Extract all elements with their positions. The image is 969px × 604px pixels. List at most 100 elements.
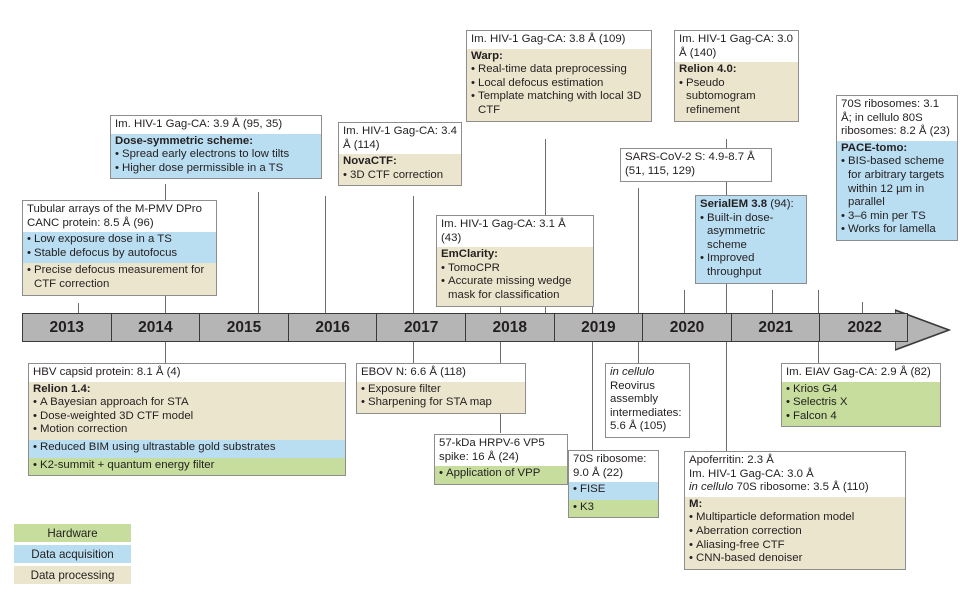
card-header: Im. HIV-1 Gag-CA: 3.9 Å (95, 35) — [111, 116, 321, 134]
list-item: K3 — [573, 501, 654, 515]
list-item: Built-in dose-asymmetric scheme — [700, 212, 802, 253]
list-item: Stable defocus by autofocus — [27, 247, 212, 261]
card-header-line1: Apoferritin: 2.3 Å — [689, 454, 774, 466]
timeline-year-label: 2018 — [492, 318, 528, 336]
card-green-section: K2-summit + quantum energy filter — [29, 457, 345, 476]
timeline-year-label: 2020 — [669, 318, 705, 336]
timeline-year-2013[interactable]: 2013 — [23, 314, 112, 341]
connector-line — [638, 341, 639, 363]
list-item: Exposure filter — [361, 383, 521, 397]
list-item: Aberration correction — [689, 525, 901, 539]
card-header: 57-kDa HRPV-6 VP5 spike: 16 Å (24) — [435, 435, 567, 467]
connector-line — [726, 341, 727, 451]
card-m-software[interactable]: Apoferritin: 2.3 Å Im. HIV-1 Gag-CA: 3.0… — [684, 451, 906, 570]
timeline-year-2019[interactable]: 2019 — [555, 314, 644, 341]
card-header: Im. EIAV Gag-CA: 2.9 Å (82) — [782, 364, 940, 382]
connector-line — [772, 290, 773, 315]
list-item: Works for lamella — [841, 223, 953, 237]
card-header: 70S ribosomes: 3.1 Å; in cellulo 80S rib… — [837, 96, 957, 141]
timeline-year-label: 2019 — [581, 318, 616, 336]
card-header: Im. HIV-1 Gag-CA: 3.8 Å (109) — [467, 31, 651, 49]
list-item: Higher dose permissible in a TS — [115, 162, 317, 176]
list-item: Low exposure dose in a TS — [27, 233, 212, 247]
list-item: Pseudo subtomogram refinement — [679, 77, 794, 118]
card-header-text: 70S ribosome: 3.5 Å (110) — [733, 481, 869, 494]
connector-line — [413, 341, 414, 363]
card-relion-4-0[interactable]: Im. HIV-1 Gag-CA: 3.0 Å (140) Relion 4.0… — [674, 30, 799, 122]
timeline-year-label: 2015 — [226, 318, 262, 336]
card-title: Relion 4.0: — [679, 63, 737, 76]
card-pace-tomo[interactable]: 70S ribosomes: 3.1 Å; in cellulo 80S rib… — [836, 95, 958, 241]
card-title: PACE-tomo: — [841, 141, 908, 154]
card-beige-section: Exposure filter Sharpening for STA map — [357, 381, 525, 413]
list-item: BIS-based scheme for arbitrary targets w… — [841, 155, 953, 209]
card-title: EmClarity: — [441, 248, 498, 261]
card-green-section: K3 — [569, 499, 658, 518]
card-70s-ribosome[interactable]: 70S ribosome: 9.0 Å (22) FISE K3 — [568, 450, 659, 519]
card-green-section: Krios G4 Selectris X Falcon 4 — [782, 381, 940, 427]
card-beige-section: Precise defocus measurement for CTF corr… — [23, 263, 216, 295]
card-header-text: 70S ribosomes: 3.1 Å; in cellulo 80S rib… — [841, 98, 950, 138]
card-beige-section: Relion 1.4: A Bayesian approach for STA … — [29, 381, 345, 440]
list-item: Krios G4 — [786, 383, 936, 397]
card-header: Apoferritin: 2.3 Å Im. HIV-1 Gag-CA: 3.0… — [685, 452, 905, 497]
connector-line — [165, 341, 166, 363]
card-warp[interactable]: Im. HIV-1 Gag-CA: 3.8 Å (109) Warp: Real… — [466, 30, 652, 122]
legend-item-hardware: Hardware — [14, 524, 131, 542]
card-blue-section: Reduced BIM using ultrastable gold subst… — [29, 439, 345, 458]
timeline-year-label: 2013 — [49, 318, 85, 336]
list-item: Real-time data preprocessing — [471, 63, 647, 77]
card-beige-section: Relion 4.0: Pseudo subtomogram refinemen… — [675, 62, 798, 121]
timeline-year-2015[interactable]: 2015 — [200, 314, 289, 341]
card-title: SerialEM 3.8 — [700, 198, 768, 210]
card-relion-1-4[interactable]: HBV capsid protein: 8.1 Å (4) Relion 1.4… — [28, 363, 346, 477]
card-beige-section: EmClarity: TomoCPR Accurate missing wedg… — [437, 247, 593, 306]
legend-item-data-processing: Data processing — [14, 566, 131, 584]
card-header: Im. HIV-1 Gag-CA: 3.0 Å (140) — [675, 31, 798, 63]
connector-line — [684, 290, 685, 315]
timeline-year-2018[interactable]: 2018 — [466, 314, 555, 341]
card-dose-symmetric-scheme[interactable]: Im. HIV-1 Gag-CA: 3.9 Å (95, 35) Dose-sy… — [110, 115, 322, 180]
timeline-year-2021[interactable]: 2021 — [732, 314, 821, 341]
timeline-year-label: 2016 — [315, 318, 350, 336]
card-header: EBOV N: 6.6 Å (118) — [357, 364, 525, 382]
connector-line — [258, 192, 259, 315]
card-eiav-gag-ca[interactable]: Im. EIAV Gag-CA: 2.9 Å (82) Krios G4 Sel… — [781, 363, 941, 428]
card-title: Relion 1.4: — [33, 382, 91, 395]
card-header-italic: in cellulo — [610, 366, 655, 378]
timeline-axis: 2013 2014 2015 2016 2017 2018 2019 2020 2021 2022 — [22, 313, 908, 342]
list-item: Aliasing-free CTF — [689, 539, 901, 553]
card-header: Im. HIV-1 Gag-CA: 3.4 Å (114) — [339, 123, 461, 155]
card-ebov-n[interactable]: EBOV N: 6.6 Å (118) Exposure filter Shar… — [356, 363, 526, 414]
card-novactf[interactable]: Im. HIV-1 Gag-CA: 3.4 Å (114) NovaCTF: 3… — [338, 122, 462, 187]
card-title: NovaCTF: — [343, 155, 397, 168]
timeline-year-label: 2014 — [138, 318, 173, 336]
card-header: Tubular arrays of the M-PMV DPro CANC pr… — [23, 201, 216, 233]
legend-item-data-acquisition: Data acquisition — [14, 545, 131, 563]
list-item: CNN-based denoiser — [689, 552, 901, 566]
card-header-text: Reovirus assembly intermediates: 5.6 Å (… — [610, 379, 682, 433]
list-item: Reduced BIM using ultrastable gold subst… — [33, 441, 341, 455]
timeline-year-2020[interactable]: 2020 — [643, 314, 732, 341]
list-item: Falcon 4 — [786, 410, 936, 424]
list-item: Sharpening for STA map — [361, 396, 521, 410]
list-item: 3–6 min per TS — [841, 210, 953, 224]
card-serialem-3-8[interactable]: SerialEM 3.8 (94): Built-in dose-asymmet… — [695, 195, 807, 284]
card-tubular-arrays[interactable]: Tubular arrays of the M-PMV DPro CANC pr… — [22, 200, 217, 296]
card-header: in cellulo Reovirus assembly intermediat… — [606, 364, 689, 437]
timeline-year-2017[interactable]: 2017 — [377, 314, 466, 341]
connector-line — [78, 303, 79, 315]
timeline-year-2016[interactable]: 2016 — [289, 314, 378, 341]
card-header-line2: Im. HIV-1 Gag-CA: 3.0 Å — [689, 467, 814, 480]
timeline-year-2014[interactable]: 2014 — [112, 314, 201, 341]
card-sars-cov-2[interactable]: SARS-CoV-2 S: 4.9-8.7 Å (51, 115, 129) — [620, 148, 772, 183]
card-beige-section: NovaCTF: 3D CTF correction — [339, 154, 461, 186]
list-item: Motion correction — [33, 423, 341, 437]
card-hrpv6-vp5[interactable]: 57-kDa HRPV-6 VP5 spike: 16 Å (24) Appli… — [434, 434, 568, 485]
list-item: FISE — [573, 483, 654, 497]
card-emclarity[interactable]: Im. HIV-1 Gag-CA: 3.1 Å (43) EmClarity: … — [436, 215, 594, 307]
card-reovirus-assembly[interactable]: in cellulo Reovirus assembly intermediat… — [605, 363, 690, 438]
timeline-year-label: 2021 — [758, 318, 793, 336]
list-item: Dose-weighted 3D CTF model — [33, 410, 341, 424]
timeline-year-2022[interactable]: 2022 — [820, 314, 909, 341]
